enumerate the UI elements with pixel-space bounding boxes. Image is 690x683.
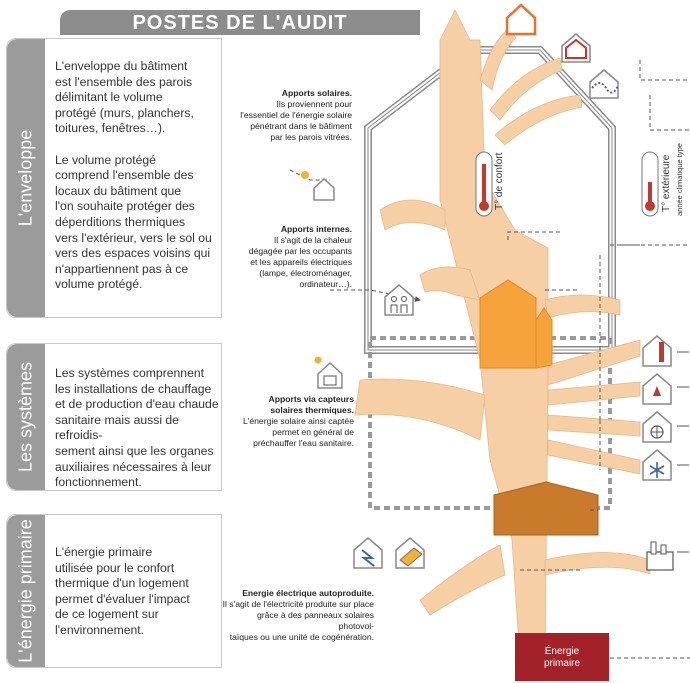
flow-wall-loss [489, 57, 563, 121]
sun-house-icon [301, 171, 335, 201]
occupants-icon [384, 284, 414, 316]
heating-block [479, 279, 553, 369]
solar-thermal-icon [314, 356, 343, 389]
flow-primary-right [544, 552, 651, 576]
annee-climatique-label: année climatique type [675, 143, 684, 216]
t-exterieure-label: T° extérieure [661, 154, 672, 212]
section-tab: Les systèmes [7, 344, 45, 490]
section-enveloppe: L'enveloppe L'enveloppe du bâtiment est … [6, 38, 222, 318]
heating-icon [642, 335, 672, 367]
t-confort-label: T° de confort [494, 152, 505, 210]
cooling-icon [642, 449, 672, 481]
ventilation-icon [642, 411, 672, 443]
annotation-title: Energie électrique autoproduite. [242, 588, 374, 598]
section-tab-label: L'énergie primaire [15, 519, 36, 663]
annotation-energie-autoproduite: Energie électrique autoproduite. Il s'ag… [222, 588, 374, 643]
annotation-body: Il s'agit de l'électricité produite sur … [222, 599, 374, 642]
thermometer-exterior-icon [641, 151, 659, 217]
production-block [493, 481, 599, 536]
section-energie-primaire: L'énergie primaire L'énergie primaire ut… [6, 514, 222, 668]
section-description: Les systèmes comprennent les installatio… [55, 366, 219, 490]
flow-thermal-in [354, 378, 486, 441]
wall-loss-icon [561, 33, 591, 63]
annotation-title: Apports internes. [280, 224, 352, 234]
power-plant-icon [646, 541, 674, 571]
flow-solar-in [379, 199, 446, 231]
flow-air-leak [494, 94, 583, 146]
flow-out-right [544, 294, 621, 319]
annotation-title: Apports solaires. [281, 88, 352, 98]
flow-system-loss-2 [547, 381, 641, 406]
annotation-body: Il s'agit de la chaleur dégagée par les … [248, 235, 352, 289]
primary-energy-block [515, 633, 609, 681]
title-bar: POSTES DE L'AUDIT [60, 10, 420, 35]
flow-system-loss-4 [547, 439, 641, 475]
flow-system-loss-1 [547, 339, 641, 386]
flow-internal-in [419, 266, 481, 301]
annotation-title: Apports via capteurs solaires thermiques… [268, 394, 354, 415]
annotation-apports-internes: Apports internes. Il s'agit de la chaleu… [222, 224, 352, 290]
thermometer-icon [475, 151, 493, 217]
energie-primaire-label: Énergie primaire [543, 646, 581, 669]
flow-pv-in [419, 544, 506, 616]
solar-pv-icon [395, 537, 425, 569]
flow-system-loss-3 [547, 414, 641, 437]
page-title: POSTES DE L'AUDIT [132, 12, 348, 34]
hot-water-icon [642, 373, 672, 405]
section-description: L'enveloppe du bâtiment est l'ensemble d… [55, 59, 212, 292]
annotation-capteurs-thermiques: Apports via capteurs solaires thermiques… [222, 394, 354, 449]
roof-loss-icon [505, 3, 537, 36]
section-tab: L'énergie primaire [7, 515, 45, 667]
annotation-body: Ils proviennent pour l'essentiel de l'én… [240, 99, 352, 142]
flow-roof-loss [479, 27, 517, 91]
air-leak-icon [589, 69, 619, 99]
section-description: L'énergie primaire utilisée pour le conf… [55, 545, 190, 637]
power-grid-icon [353, 537, 383, 569]
section-systemes: Les systèmes Les systèmes comprennent le… [6, 343, 222, 491]
section-tab-label: L'enveloppe [15, 129, 36, 227]
annotation-apports-solaires: Apports solaires. Ils proviennent pour l… [222, 88, 352, 143]
section-tab: L'enveloppe [7, 39, 45, 317]
annotation-body: L'énergie solaire ainsi captée permet en… [242, 416, 354, 448]
right-edge-arrows [677, 351, 689, 553]
section-tab-label: Les systèmes [15, 361, 36, 473]
